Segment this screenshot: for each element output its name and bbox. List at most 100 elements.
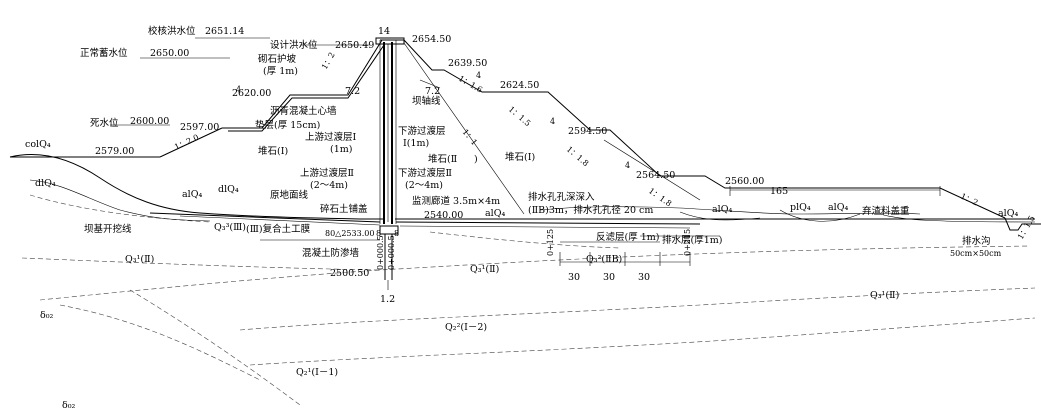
up-trans-1: 上游过渡层Ⅰ — [305, 131, 357, 143]
berm-dn-4-elev: 2564.50 — [636, 170, 675, 181]
al-q4-dn2: alQ₄ — [828, 202, 848, 213]
slope-dn-b: 1：1.5 — [507, 105, 533, 128]
original-ground: 原地面线 — [270, 189, 309, 201]
riprap-thickness: (厚 1m) — [263, 66, 298, 77]
dead-level-value: 2600.00 — [130, 116, 169, 127]
rockfill-2: 堆石(Ⅱ — [428, 154, 457, 165]
berm-dn-3: 2594.50 — [568, 126, 607, 137]
slope-dn-d: 1：1.8 — [565, 145, 591, 168]
spoil-cover: 弃渣料盖重 — [862, 205, 910, 217]
up-trans-2: 上游过渡层Ⅱ — [300, 167, 354, 179]
slope-end: 1：2 — [959, 192, 979, 208]
dn-trans-2-thk: (2～4m) — [405, 180, 443, 191]
design-flood-label: 设计洪水位 — [270, 39, 318, 51]
dn-trans-2: 下游过渡层Ⅱ — [398, 167, 452, 179]
dn-trans-1: 下游过渡层 — [398, 125, 446, 137]
drain-layer: 排水层(厚1m) — [662, 234, 722, 246]
sta-125: 0+125 — [546, 229, 555, 256]
wall-depth-1: 0+000.5 — [376, 235, 385, 270]
berm-dn-4c: 4 — [550, 117, 555, 126]
dead-level-label: 死水位 — [90, 117, 119, 129]
crest-width: 14 — [378, 26, 390, 37]
berm-dn-2: 2624.50 — [500, 80, 539, 91]
gallery-label: 监测廊道 3.5m×4m — [412, 195, 500, 207]
q3-1-left: Q₃¹(Ⅱ) — [125, 254, 154, 265]
core-wall — [375, 37, 405, 290]
berm-72-a: 7.2 — [345, 86, 360, 97]
check-flood-label: 校核洪水位 — [148, 25, 196, 37]
asphalt-core-label: 沥青混凝土心墙 — [270, 105, 337, 117]
dl-q4-left: dlQ₄ — [35, 178, 56, 189]
wall-8-b: 8 — [394, 229, 399, 238]
q2-1: Q₂¹(Ⅰ－1) — [296, 367, 338, 378]
col-q4: colQ₄ — [25, 139, 51, 150]
cutoff-wall: 混凝土防渗墙 — [302, 247, 360, 259]
drain-ditch-size: 50cm×50cm — [950, 249, 1002, 258]
berm-72-b: 7.2 — [425, 86, 440, 97]
delta-2: δ₀₂ — [62, 400, 76, 411]
normal-pool-label: 正常蓄水位 — [80, 47, 128, 59]
dam-axis: 坝轴线 — [412, 95, 441, 107]
crest-elevation: 2654.50 — [412, 34, 451, 45]
up-trans-2-thk: (2～4m) — [310, 180, 348, 191]
dim-30-b: 30 — [603, 272, 615, 283]
dim-30-c: 30 — [638, 272, 650, 283]
rockfill-2b: ) — [474, 154, 478, 165]
wall-12: 1.2 — [380, 294, 395, 305]
berm-dn-4d: 4 — [625, 161, 630, 170]
dam-body — [10, 39, 1006, 219]
up-trans-1-thk: (1m) — [330, 144, 352, 155]
al-q4-dn: alQ₄ — [712, 204, 732, 215]
pl-q4: plQ₄ — [790, 202, 811, 213]
q3-1-right: Q₃¹(Ⅱ) — [870, 290, 899, 301]
foundation-excavation: 坝基开挖线 — [84, 223, 132, 235]
foundation-works — [149, 212, 720, 241]
dn-trans-1b: Ⅰ(1m) — [403, 138, 429, 149]
ground-lines — [9, 154, 1041, 231]
q2-2: Q₂²(Ⅰ－2) — [445, 322, 487, 333]
drain-hole-1: 排水孔孔深深入 — [528, 191, 595, 203]
drain-hole-2: (ⅡB)3m，排水孔孔径 20 cm — [528, 204, 653, 216]
design-flood-value: 2650.49 — [335, 40, 374, 51]
composite-geo: (Ⅲ)复合土工膜 — [246, 223, 311, 235]
gallery-floor: 80△2533.00 — [325, 229, 374, 238]
cutoff-bottom: 2500.50 — [330, 268, 369, 279]
slope-up-main: 1：2.0 — [173, 133, 200, 152]
gravel-blanket: 碎石土铺盖 — [320, 203, 368, 215]
berm-dn-1: 2639.50 — [448, 58, 487, 69]
wall-8-a: 8 — [376, 229, 381, 238]
slope-dn-c: 1：1 — [460, 128, 479, 148]
drainage-dimensions — [559, 186, 941, 266]
sta-215: 0+215 — [683, 229, 692, 256]
q3-3-left: Q₃³(Ⅲ) — [214, 222, 246, 233]
dn-platform: 2560.00 — [725, 176, 764, 187]
geology-boundaries — [21, 194, 1036, 406]
slope-up-top: 1：2 — [320, 51, 337, 71]
berm-up-2: 2597.00 — [180, 122, 219, 133]
rockfill-1-dn: 堆石(Ⅰ) — [505, 152, 535, 163]
al-q4-1: alQ₄ — [182, 189, 202, 200]
delta-1: δ₀₂ — [40, 310, 54, 321]
al-q4-mid: alQ₄ — [485, 208, 505, 219]
dl-q4-mid: dlQ₄ — [218, 184, 239, 195]
normal-pool-value: 2650.00 — [150, 48, 189, 59]
water-level-markers — [110, 37, 370, 126]
q3-1-mid: Q₃¹(Ⅱ) — [470, 264, 499, 275]
cushion-label: 垫层(厚 15cm) — [255, 119, 320, 131]
drain-ditch: 排水沟 — [962, 235, 991, 247]
riprap-label: 砌石护坡 — [258, 53, 297, 65]
toe-up: 2579.00 — [95, 146, 134, 157]
gallery-top: 2540.00 — [424, 210, 463, 221]
annotations: 校核洪水位 2651.14 正常蓄水位 2650.00 设计洪水位 2650.4… — [25, 25, 1037, 411]
check-flood-value: 2651.14 — [205, 26, 244, 37]
al-q4-right: alQ₄ — [998, 208, 1018, 219]
wall-depth-2: 0+000.5 — [387, 235, 396, 270]
platform-len: 165 — [770, 186, 788, 197]
berm-dn-4: 4 — [476, 71, 481, 80]
filter-layer: 反滤层(厚 1m) — [596, 231, 660, 243]
berm-up-1: 2620.00 — [232, 88, 271, 99]
dim-30-a: 30 — [568, 272, 580, 283]
berm-up-4: 4 — [236, 85, 241, 94]
q3-2-mid: Q₃²(ⅡB) — [586, 254, 622, 265]
